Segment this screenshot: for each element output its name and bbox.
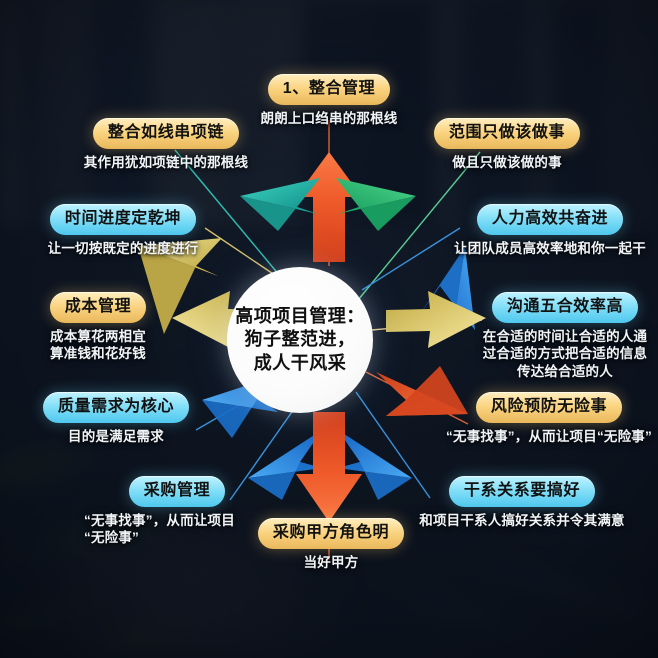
node-desc-risk-management: “无事找事”，从而让项目“无险事” xyxy=(446,428,652,444)
node-procurement-client-role[interactable]: 采购甲方角色明 当好甲方 xyxy=(246,518,416,571)
node-title-schedule-management[interactable]: 时间进度定乾坤 xyxy=(49,204,197,235)
arrow-down-procurement-client-role xyxy=(296,412,362,522)
center-hub: 高项项目管理： 狗子整范进， 成人干风采 xyxy=(227,267,373,413)
node-title-integration-management[interactable]: 1、整合管理 xyxy=(267,74,391,105)
node-desc-quality-management: 目的是满足需求 xyxy=(68,428,164,444)
node-title-cost-management[interactable]: 成本管理 xyxy=(49,292,147,323)
arrow-bottomleft-procurement xyxy=(248,430,322,500)
node-title-procurement-client-role[interactable]: 采购甲方角色明 xyxy=(257,518,405,549)
node-title-stakeholder-management[interactable]: 干系关系要搞好 xyxy=(448,476,596,507)
node-desc-procurement-management: “无事找事”，从而让项目 “无险事” xyxy=(84,512,235,546)
node-desc-communication-management: 在合适的时间让合适的人通 过合适的方式把合适的信息 传达给合适的人 xyxy=(482,328,648,380)
arrow-upperleft-schedule xyxy=(138,238,222,334)
node-desc-stakeholder-management: 和项目干系人搞好关系并令其满意 xyxy=(419,512,625,528)
arrow-lowerright-risk xyxy=(376,366,468,416)
node-human-resource-management[interactable]: 人力高效共奋进 让团队成员高效率地和你一起干 xyxy=(446,204,654,257)
hub-title-line-3: 成人干风采 xyxy=(253,352,347,373)
arrow-right-communication xyxy=(386,291,486,348)
node-stakeholder-management[interactable]: 干系关系要搞好 和项目干系人搞好关系并令其满意 xyxy=(404,476,640,529)
node-title-human-resource-management[interactable]: 人力高效共奋进 xyxy=(476,204,624,235)
node-schedule-management[interactable]: 时间进度定乾坤 让一切按既定的进度进行 xyxy=(20,204,226,257)
node-desc-integration-necklace: 其作用犹如项链中的那根线 xyxy=(83,154,249,170)
node-title-quality-management[interactable]: 质量需求为核心 xyxy=(42,392,190,423)
node-communication-management[interactable]: 沟通五合效率高 在合适的时间让合适的人通 过合适的方式把合适的信息 传达给合适的… xyxy=(476,292,654,381)
node-title-risk-management[interactable]: 风险预防无险事 xyxy=(475,392,623,423)
node-desc-integration-management: 朗朗上口绉串的那根线 xyxy=(260,110,398,126)
node-cost-management[interactable]: 成本管理 成本算花两相宜 算准钱和花好钱 xyxy=(18,292,178,363)
node-integration-necklace[interactable]: 整合如线串项链 其作用犹如项链中的那根线 xyxy=(58,118,274,171)
node-procurement-management[interactable]: 采购管理 “无事找事”，从而让项目 “无险事” xyxy=(84,476,270,547)
node-title-scope-management[interactable]: 范围只做该做事 xyxy=(433,118,581,149)
node-title-procurement-management[interactable]: 采购管理 xyxy=(128,476,226,507)
node-integration-management[interactable]: 1、整合管理 朗朗上口绉串的那根线 xyxy=(234,74,424,127)
arrow-upleft-integration-necklace xyxy=(240,178,320,231)
node-risk-management[interactable]: 风险预防无险事 “无事找事”，从而让项目“无险事” xyxy=(442,392,656,445)
node-desc-procurement-client-role: 当好甲方 xyxy=(303,554,359,570)
node-title-integration-necklace[interactable]: 整合如线串项链 xyxy=(92,118,240,149)
node-title-communication-management[interactable]: 沟通五合效率高 xyxy=(491,292,639,323)
node-desc-schedule-management: 让一切按既定的进度进行 xyxy=(47,240,199,256)
arrow-left-cost xyxy=(172,291,272,348)
hub-title-line-2: 狗子整范进， xyxy=(244,329,356,350)
hub-title-line-1: 高项项目管理： xyxy=(235,305,365,326)
node-quality-management[interactable]: 质量需求为核心 目的是满足需求 xyxy=(20,392,212,445)
arrow-upright-scope xyxy=(336,178,416,231)
node-desc-human-resource-management: 让团队成员高效率地和你一起干 xyxy=(454,240,646,256)
arrow-up-integration xyxy=(296,152,362,262)
node-desc-scope-management: 做且只做该做的事 xyxy=(452,154,562,170)
node-scope-management[interactable]: 范围只做该做事 做且只做该做的事 xyxy=(404,118,610,171)
node-desc-cost-management: 成本算花两相宜 算准钱和花好钱 xyxy=(50,328,146,362)
arrow-bottomright-stakeholder xyxy=(338,430,412,500)
